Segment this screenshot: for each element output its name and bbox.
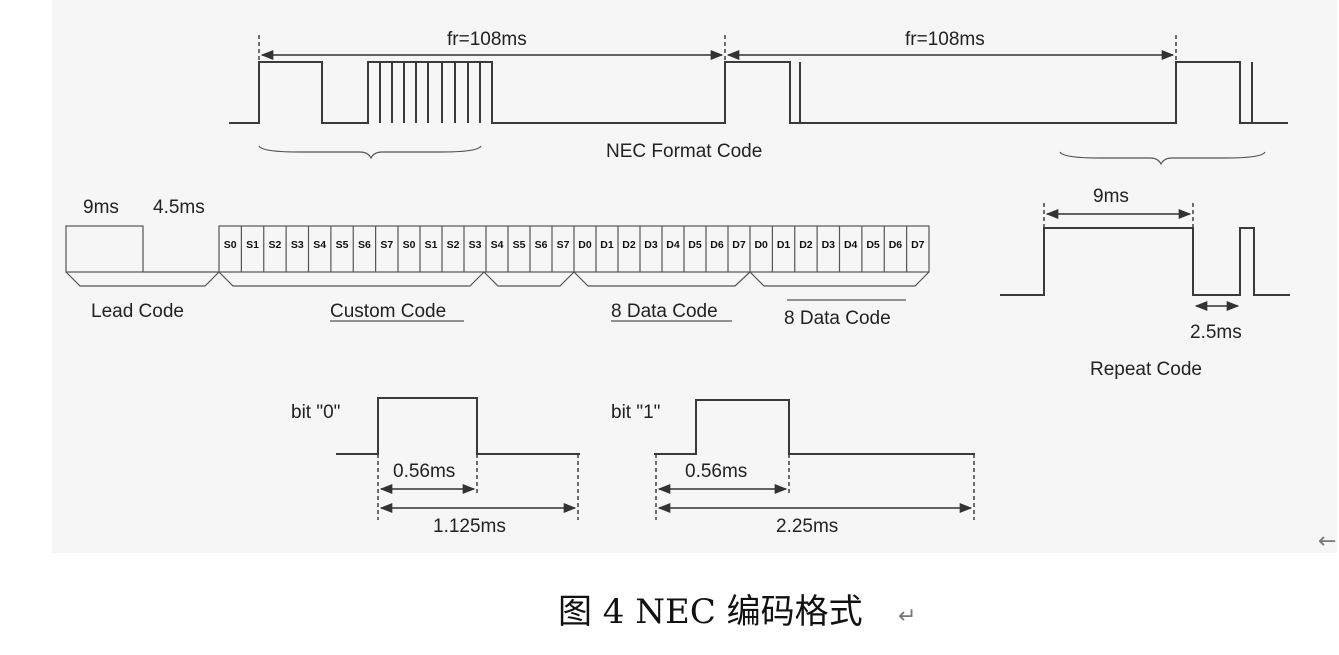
- bit1-waveform: [654, 399, 975, 455]
- bit-cell-label: S0: [403, 239, 416, 251]
- bit-cell-label: D7: [911, 239, 925, 251]
- figure-background: [52, 0, 1337, 553]
- bit-cell-label: D5: [688, 239, 702, 251]
- bit-cell-label: S2: [447, 239, 460, 251]
- inv-data-bracket: [749, 271, 930, 287]
- bit0-waveform: [336, 397, 580, 455]
- inv-data-code-label: 8 Data Code: [784, 308, 891, 329]
- bit-cell-label: S7: [557, 239, 570, 251]
- repeat-2p5ms-label: 2.5ms: [1190, 322, 1242, 343]
- bit-cell-label: S4: [313, 239, 326, 251]
- bit-cell-label: S1: [425, 239, 438, 251]
- bit1-label: bit "1": [611, 402, 660, 423]
- figure-caption: 图 4 NEC 编码格式: [558, 592, 863, 632]
- lead-pulse-box: [65, 225, 144, 273]
- frame1-label: fr=108ms: [447, 29, 527, 50]
- lead-9ms-label: 9ms: [83, 197, 119, 218]
- data-bracket: [573, 271, 751, 287]
- bit-cell-label: S1: [246, 239, 259, 251]
- custom-bracket: [218, 271, 575, 287]
- bit-cell-label: D1: [777, 239, 791, 251]
- bit-cell-label: D0: [578, 239, 592, 251]
- repeat-waveform: [1000, 227, 1290, 296]
- lead-code-label: Lead Code: [91, 301, 184, 322]
- bit-cell-label: S4: [491, 239, 504, 251]
- repeat-code-label: Repeat Code: [1090, 359, 1202, 380]
- lead-4p5ms-label: 4.5ms: [153, 197, 205, 218]
- bit0-label: bit "0": [291, 402, 340, 423]
- bit1-high-label: 0.56ms: [685, 461, 747, 482]
- bit-zero-timing: bit "0" 0.56ms 1.125ms: [291, 397, 580, 537]
- bit-one-timing: bit "1" 0.56ms 2.25ms: [611, 399, 975, 537]
- bit-cell-label: S5: [336, 239, 349, 251]
- frame2-label: fr=108ms: [905, 29, 985, 50]
- lead-bracket: [65, 271, 220, 287]
- bit-cell-label: D0: [754, 239, 768, 251]
- bit1-period-label: 2.25ms: [776, 516, 838, 537]
- bit-cell-label: S2: [269, 239, 282, 251]
- bit-cell-label: D7: [732, 239, 746, 251]
- bit-cell-label: D1: [600, 239, 614, 251]
- bit-cell-label: D2: [799, 239, 813, 251]
- repeat-code: 9ms 2.5ms Repeat Code: [1000, 186, 1290, 380]
- bit-cell-label: D6: [889, 239, 903, 251]
- bit-cell-label: D4: [844, 239, 858, 251]
- bit-cell-label: S3: [469, 239, 482, 251]
- bit-cell-label: S3: [291, 239, 304, 251]
- bit-cell-label: S0: [224, 239, 237, 251]
- bit0-high-label: 0.56ms: [393, 461, 455, 482]
- custom-code-pulses: [379, 62, 481, 123]
- bit-cell-label: D3: [644, 239, 658, 251]
- frame-structure: 9ms 4.5ms S0 S1 S2 S3 S4 S5 S6 S7 S0 S1 S2 S3 S4 S5 S6…: [65, 197, 930, 329]
- bit-cell-label: S5: [513, 239, 526, 251]
- bit0-period-label: 1.125ms: [433, 516, 506, 537]
- bit-cell-label: D4: [666, 239, 680, 251]
- nec-format-waveform: fr=108ms fr=108ms NEC Format Code: [229, 29, 1288, 166]
- left-brace: [258, 145, 482, 160]
- bit-cell-label: S6: [535, 239, 548, 251]
- bit-cell-label: D6: [710, 239, 724, 251]
- data-code-label: 8 Data Code: [611, 301, 718, 322]
- bit-cells: S0 S1 S2 S3 S4 S5 S6 S7 S0 S1 S2 S3 S4 S5 S6 S7 D0 D1 D2 D3…: [224, 226, 925, 272]
- side-return-mark: ←: [1318, 529, 1336, 554]
- caption-return-mark: ↵: [898, 604, 916, 629]
- bit-cell-label: S6: [358, 239, 371, 251]
- bit-cell-label: D3: [822, 239, 836, 251]
- bit-cell-label: D5: [866, 239, 880, 251]
- format-code-label: NEC Format Code: [606, 141, 762, 162]
- bit-cell-label: D2: [622, 239, 636, 251]
- right-brace: [1059, 151, 1266, 166]
- repeat-9ms-label: 9ms: [1093, 186, 1129, 207]
- custom-code-label: Custom Code: [330, 301, 446, 322]
- bit-cell-label: S7: [380, 239, 393, 251]
